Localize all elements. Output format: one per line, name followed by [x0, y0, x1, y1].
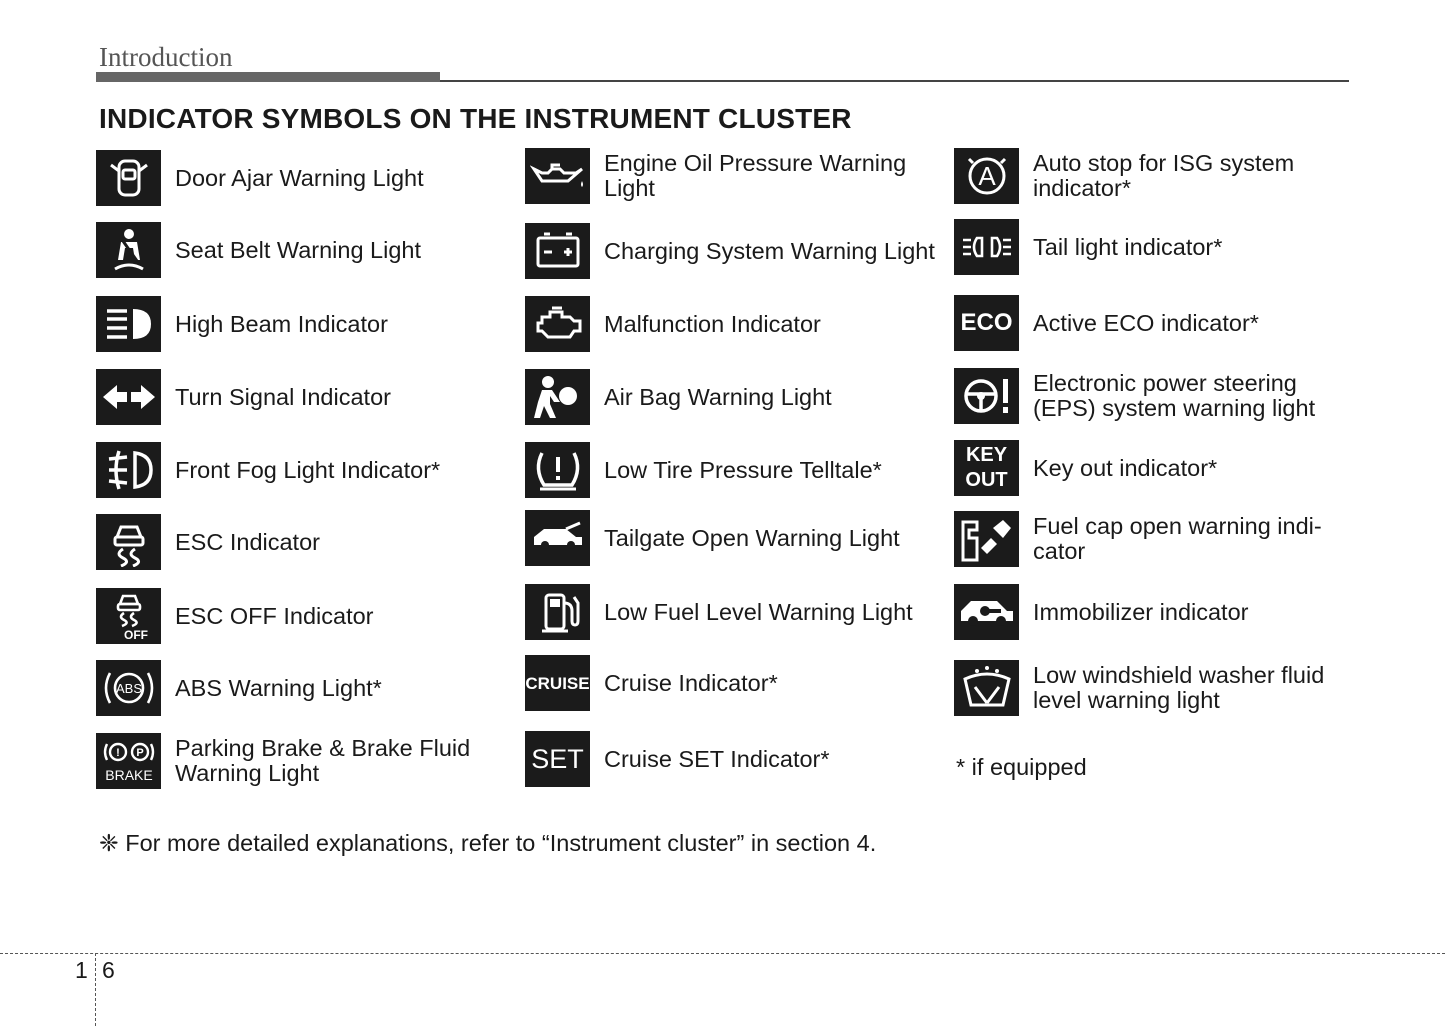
indicator-label: Parking Brake & Brake Fluid Warning Ligh…: [175, 735, 471, 786]
indicator-item: CRUISE Cruise Indicator*: [525, 655, 945, 715]
indicator-item: Tailgate Open Warning Light: [525, 510, 945, 570]
eps-icon: [954, 368, 1019, 424]
indicator-item: Malfunction Indicator: [525, 296, 945, 356]
indicator-label: Low Tire Pressure Telltale*: [604, 456, 882, 483]
svg-text:P: P: [136, 747, 143, 759]
indicator-item: ABS ABS Warning Light*: [96, 660, 516, 720]
indicator-label: Auto stop for ISG system indicator*: [1033, 150, 1295, 201]
if-equipped-footnote: * if equipped: [956, 754, 1087, 780]
indicator-item: Electronic power steering (EPS) system w…: [954, 368, 1374, 428]
auto-stop-icon: A: [954, 148, 1019, 204]
indicator-label: Malfunction Indicator: [604, 310, 821, 337]
indicator-item: Door Ajar Warning Light: [96, 150, 516, 210]
indicator-label: Electronic power steering (EPS) system w…: [1033, 370, 1316, 421]
indicator-label: Cruise Indicator*: [604, 669, 778, 696]
indicator-label: Tailgate Open Warning Light: [604, 524, 900, 551]
indicator-label: Turn Signal Indicator: [175, 383, 391, 410]
indicator-label: ESC Indicator: [175, 528, 320, 555]
footer-divider: [0, 953, 1445, 954]
tailgate-icon: [525, 510, 590, 566]
indicator-item: High Beam Indicator: [96, 296, 516, 356]
indicator-label: Air Bag Warning Light: [604, 383, 832, 410]
indicator-label: Fuel cap open warning indi-cator: [1033, 513, 1322, 564]
indicator-label: Low Fuel Level Warning Light: [604, 598, 913, 625]
indicator-label: Front Fog Light Indicator*: [175, 456, 441, 483]
check-engine-icon: [525, 296, 590, 352]
cruise-set-text: SET: [531, 743, 584, 774]
page-title: INDICATOR SYMBOLS ON THE INSTRUMENT CLUS…: [99, 103, 852, 134]
indicator-item: Tail light indicator*: [954, 219, 1374, 279]
indicator-label: Low windshield washer fluid level warnin…: [1033, 662, 1325, 713]
indicator-item: Immobilizer indicator: [954, 584, 1374, 644]
indicator-item: Engine Oil Pressure Warning Light: [525, 148, 945, 208]
indicator-item: Air Bag Warning Light: [525, 369, 945, 429]
immobilizer-icon: [954, 584, 1019, 640]
indicator-label: Seat Belt Warning Light: [175, 236, 422, 263]
esc-off-text: OFF: [124, 628, 148, 641]
indicator-item: ! P BRAKE Parking Brake & Brake Fluid Warn…: [96, 733, 516, 793]
turn-signal-icon: [96, 369, 161, 425]
high-beam-icon: [96, 296, 161, 352]
tail-light-icon: [954, 219, 1019, 275]
header-rule-thin: [440, 80, 1349, 82]
eco-icon: ECO: [954, 295, 1019, 351]
fuel-cap-icon: [954, 511, 1019, 567]
indicator-label: ABS Warning Light*: [175, 674, 382, 701]
indicator-item: SET Cruise SET Indicator*: [525, 731, 945, 791]
tire-pressure-icon: [525, 442, 590, 498]
indicator-item: Charging System Warning Light: [525, 223, 945, 283]
indicator-item: Low Fuel Level Warning Light: [525, 584, 945, 644]
indicator-item: OFF ESC OFF Indicator: [96, 588, 516, 648]
indicator-label: ESC OFF Indicator: [175, 602, 374, 629]
cruise-set-icon: SET: [525, 731, 590, 787]
svg-text:!: !: [116, 747, 120, 759]
indicator-label: Immobilizer indicator: [1033, 598, 1249, 625]
indicator-label: Active ECO indicator*: [1033, 309, 1259, 336]
indicator-label: High Beam Indicator: [175, 310, 388, 337]
page-number-divider: [95, 953, 96, 1026]
cruise-text: CRUISE: [525, 673, 590, 693]
esc-off-icon: OFF: [96, 588, 161, 644]
indicator-item: Front Fog Light Indicator*: [96, 442, 516, 502]
abs-text: ABS: [115, 681, 141, 696]
cruise-icon: CRUISE: [525, 655, 590, 711]
reference-note: ❈ For more detailed explanations, refer …: [99, 830, 877, 856]
indicator-item: Fuel cap open warning indi-cator: [954, 511, 1374, 571]
indicator-label: Engine Oil Pressure Warning Light: [604, 150, 907, 201]
indicator-item: A Auto stop for ISG system indicator*: [954, 148, 1374, 208]
brake-text: BRAKE: [105, 767, 152, 783]
section-label: Introduction: [99, 42, 233, 72]
esc-icon: [96, 514, 161, 570]
oil-pressure-icon: [525, 148, 590, 204]
abs-icon: ABS: [96, 660, 161, 716]
indicator-label: Tail light indicator*: [1033, 233, 1223, 260]
eco-text: ECO: [960, 309, 1013, 336]
indicator-item: Low Tire Pressure Telltale*: [525, 442, 945, 502]
air-bag-icon: [525, 369, 590, 425]
chapter-number: 1: [75, 957, 88, 983]
indicator-item: ESC Indicator: [96, 514, 516, 574]
indicator-label: Cruise SET Indicator*: [604, 745, 830, 772]
header-rule-thick: [96, 72, 440, 82]
page-number: 6: [102, 957, 115, 983]
indicator-item: Low windshield washer fluid level warnin…: [954, 660, 1374, 720]
brake-icon: ! P BRAKE: [96, 733, 161, 789]
fuel-pump-icon: [525, 584, 590, 640]
front-fog-icon: [96, 442, 161, 498]
door-ajar-icon: [96, 150, 161, 206]
indicator-item: ECO Active ECO indicator*: [954, 295, 1374, 355]
seat-belt-icon: [96, 222, 161, 278]
washer-fluid-icon: [954, 660, 1019, 716]
auto-stop-text: A: [978, 161, 996, 191]
indicator-label: Door Ajar Warning Light: [175, 164, 424, 191]
indicator-label: Charging System Warning Light: [604, 237, 935, 264]
indicator-item: Turn Signal Indicator: [96, 369, 516, 429]
battery-icon: [525, 223, 590, 279]
indicator-item: Seat Belt Warning Light: [96, 222, 516, 282]
indicator-label: Key out indicator*: [1033, 454, 1218, 481]
